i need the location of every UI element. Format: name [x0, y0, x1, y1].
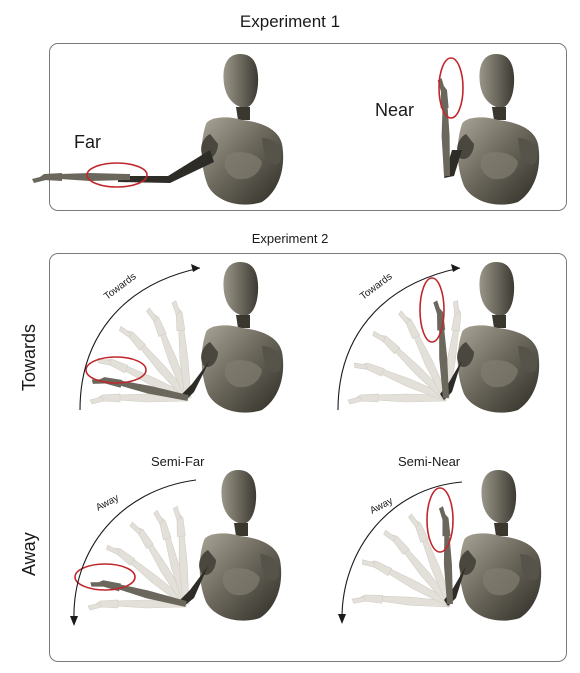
arrow-label-towards-far: Towards — [102, 271, 138, 302]
figure-away-far — [70, 470, 282, 626]
figure-far — [32, 54, 284, 205]
label-semi-far: Semi-Far — [151, 454, 205, 469]
arrow-away-far — [73, 479, 197, 621]
arrow-towards-near — [337, 267, 461, 411]
arrow-away-near — [341, 481, 463, 619]
label-semi-near: Semi-Near — [398, 454, 461, 469]
highlight-circle-towards-near — [419, 277, 445, 343]
figure-towards-far — [79, 262, 284, 413]
highlight-circle-away-far — [74, 563, 136, 591]
experiment-1-title: Experiment 1 — [239, 12, 341, 31]
highlight-circle-away-near — [426, 487, 454, 553]
experiment-2-title: Experiment 2 — [251, 231, 329, 246]
arrow-label-towards-near: Towards — [358, 271, 394, 302]
row-label-away-wrap: Away — [5, 520, 45, 580]
highlight-circle-near — [438, 57, 464, 119]
figure-towards-near — [337, 262, 540, 413]
arrow-towards-far — [79, 267, 201, 411]
arrow-label-away-far: Away — [94, 493, 121, 514]
row-label-away: Away — [19, 532, 39, 576]
label-far: Far — [74, 132, 101, 152]
figure-near — [437, 54, 540, 205]
arrow-label-away-near: Away — [368, 496, 395, 517]
row-label-towards: Towards — [19, 323, 39, 391]
label-near: Near — [375, 100, 415, 120]
highlight-circle-towards-far — [85, 356, 147, 384]
row-label-towards-wrap: Towards — [5, 315, 45, 395]
figure-away-near — [338, 470, 542, 624]
highlight-circle-far — [86, 162, 148, 188]
